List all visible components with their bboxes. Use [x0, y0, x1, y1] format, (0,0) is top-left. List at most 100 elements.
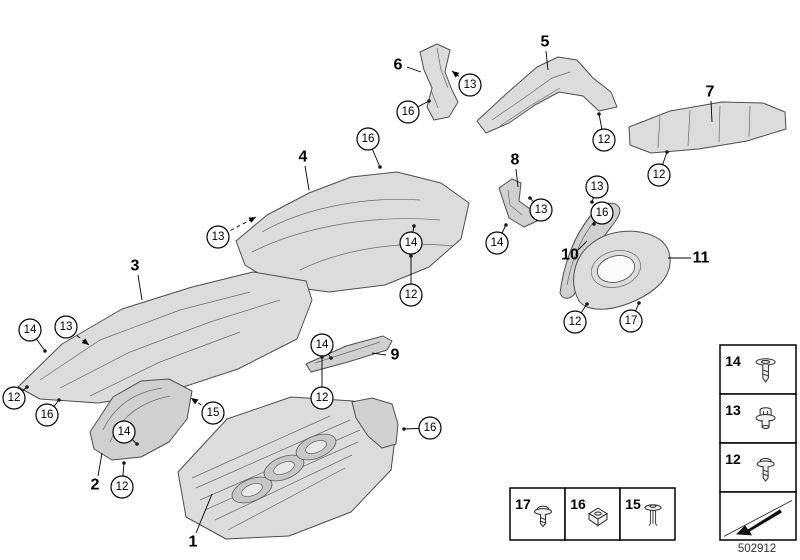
part-3-drawing	[17, 271, 313, 404]
part-callout-5[interactable]: 5	[541, 34, 550, 71]
fastener-callout-13[interactable]: 13	[206, 216, 257, 249]
svg-text:6: 6	[394, 57, 403, 74]
svg-text:16: 16	[402, 106, 415, 118]
fastener-callout-14[interactable]: 14	[112, 420, 139, 446]
legend-cell-12[interactable]: 12	[719, 442, 797, 493]
part-callout-3[interactable]: 3	[131, 258, 143, 301]
part-11-drawing	[573, 230, 671, 310]
svg-text:14: 14	[316, 339, 329, 351]
part-5-drawing	[476, 56, 618, 134]
fastener-callout-12[interactable]: 12	[110, 461, 134, 499]
svg-text:2: 2	[91, 477, 100, 494]
washer-screw-icon	[755, 358, 776, 383]
part-1-embossments	[231, 433, 337, 504]
svg-text:15: 15	[625, 496, 641, 512]
svg-text:14: 14	[24, 324, 37, 336]
svg-text:14: 14	[118, 426, 131, 438]
part-callout-10[interactable]: 10	[561, 240, 588, 264]
part-4-drawing	[235, 171, 470, 293]
svg-text:12: 12	[405, 289, 418, 301]
svg-text:13: 13	[464, 79, 477, 91]
fastener-callout-16[interactable]: 16	[356, 127, 382, 169]
fastener-callout-12[interactable]: 12	[647, 150, 671, 187]
svg-text:16: 16	[570, 496, 586, 512]
fastener-callout-12[interactable]: 12	[399, 254, 423, 307]
svg-text:1: 1	[189, 534, 198, 551]
svg-text:12: 12	[316, 392, 329, 404]
fastener-callout-13[interactable]: 13	[528, 196, 553, 222]
part-callout-1[interactable]: 1	[189, 493, 213, 551]
fastener-callout-17[interactable]: 17	[619, 301, 643, 333]
svg-text:8: 8	[511, 152, 520, 169]
screw-icon	[756, 458, 775, 482]
legend-cell-15[interactable]: 15	[619, 487, 676, 541]
fastener-callout-12[interactable]: 12	[310, 355, 334, 410]
svg-text:12: 12	[653, 169, 666, 181]
svg-text:12: 12	[569, 316, 582, 328]
svg-text:17: 17	[625, 315, 638, 327]
svg-text:16: 16	[424, 422, 437, 434]
expansion-rivet-icon	[644, 504, 662, 526]
part-1-drawing	[177, 396, 399, 540]
part-6-drawing	[419, 43, 459, 121]
svg-text:13: 13	[60, 321, 73, 333]
legend-cell-17[interactable]: 17	[509, 487, 566, 541]
svg-text:12: 12	[725, 451, 741, 467]
part-callout-7[interactable]: 7	[706, 84, 715, 123]
fastener-callout-12[interactable]: 12	[563, 302, 589, 334]
drawing-number: 502912	[738, 543, 776, 555]
flange-nut-icon	[755, 407, 776, 429]
fastener-callout-13[interactable]: 13	[54, 315, 90, 346]
fastener-callout-15[interactable]: 15	[190, 397, 225, 425]
legend-cell-13[interactable]: 13	[719, 393, 797, 444]
svg-text:13: 13	[725, 402, 741, 418]
part-callout-9[interactable]: 9	[371, 347, 400, 364]
fastener-callout-16[interactable]: 16	[590, 201, 614, 226]
legend-cell-16[interactable]: 16	[564, 487, 621, 541]
svg-text:14: 14	[725, 353, 741, 369]
svg-text:13: 13	[591, 181, 604, 193]
svg-text:16: 16	[596, 207, 609, 219]
part-9-drawing	[305, 335, 393, 373]
svg-text:12: 12	[8, 392, 21, 404]
svg-text:16: 16	[41, 409, 54, 421]
svg-text:14: 14	[491, 237, 504, 249]
legend-cell-14[interactable]: 14	[719, 344, 797, 395]
pan-screw-icon	[534, 505, 552, 528]
fastener-callout-14[interactable]: 14	[310, 333, 334, 360]
fastener-callout-14[interactable]: 14	[485, 223, 509, 255]
svg-text:10: 10	[561, 247, 579, 264]
svg-text:9: 9	[391, 347, 400, 364]
fastener-callout-16[interactable]: 16	[396, 99, 431, 124]
fastener-callout-16[interactable]: 16	[402, 416, 442, 440]
svg-text:5: 5	[541, 34, 550, 51]
part-callout-8[interactable]: 8	[511, 152, 520, 188]
part-callout-11[interactable]: 11	[668, 250, 710, 267]
direction-arrow-icon	[723, 500, 793, 537]
fastener-callout-13[interactable]: 13	[585, 175, 609, 204]
svg-text:12: 12	[116, 481, 129, 493]
fastener-callout-12[interactable]: 12	[2, 385, 29, 410]
fastener-callout-16[interactable]: 16	[35, 398, 61, 427]
part-callout-6[interactable]: 6	[394, 57, 422, 74]
svg-text:13: 13	[212, 231, 225, 243]
part-callout-2[interactable]: 2	[91, 452, 103, 494]
svg-text:4: 4	[299, 149, 308, 166]
svg-text:12: 12	[598, 134, 611, 146]
part-7-drawing	[628, 101, 787, 154]
svg-text:13: 13	[535, 204, 548, 216]
svg-text:16: 16	[362, 133, 375, 145]
part-1-flange	[351, 397, 399, 449]
svg-text:11: 11	[693, 250, 710, 267]
cage-nut-icon	[588, 507, 608, 527]
svg-text:15: 15	[207, 407, 220, 419]
svg-text:14: 14	[405, 237, 418, 249]
svg-text:3: 3	[131, 258, 140, 275]
fastener-callout-13[interactable]: 13	[451, 70, 482, 97]
fastener-callout-14[interactable]: 14	[18, 318, 47, 353]
fastener-callout-12[interactable]: 12	[592, 112, 616, 152]
fastener-callout-14[interactable]: 14	[399, 224, 423, 255]
part-callout-4[interactable]: 4	[299, 149, 310, 191]
